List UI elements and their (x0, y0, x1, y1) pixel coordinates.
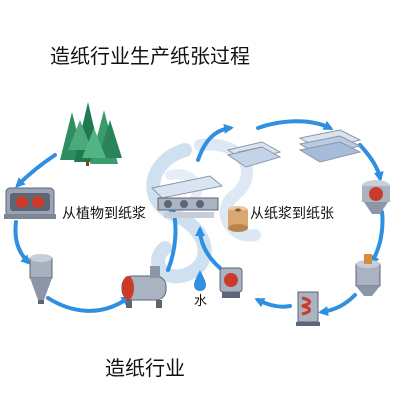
right-cycle-arrows (195, 119, 385, 317)
forest-icon (60, 102, 122, 166)
water-label: 水 (194, 294, 208, 309)
diagram-title: 造纸行业生产纸张过程 (50, 44, 250, 68)
washer-icon (296, 291, 320, 326)
chip-silo-icon (29, 254, 53, 304)
left-cycle-label: 从植物到纸浆 (62, 206, 146, 222)
paper-roll-icon (228, 206, 248, 232)
mixing-tank-icon (355, 254, 381, 296)
digester-icon (150, 175, 224, 218)
paper-stack-icon (226, 141, 282, 168)
left-cycle-arrows (13, 153, 179, 313)
water-drop-icon (194, 270, 206, 291)
refiner-icon (362, 180, 390, 214)
pulp-machine-icon (121, 266, 167, 308)
pump-tank-icon (219, 267, 243, 298)
debarking-drum-icon (4, 187, 56, 219)
footer-label: 造纸行业 (105, 356, 185, 380)
right-cycle-label: 从纸浆到纸张 (250, 206, 334, 222)
paper-bundle-icon (298, 129, 362, 163)
